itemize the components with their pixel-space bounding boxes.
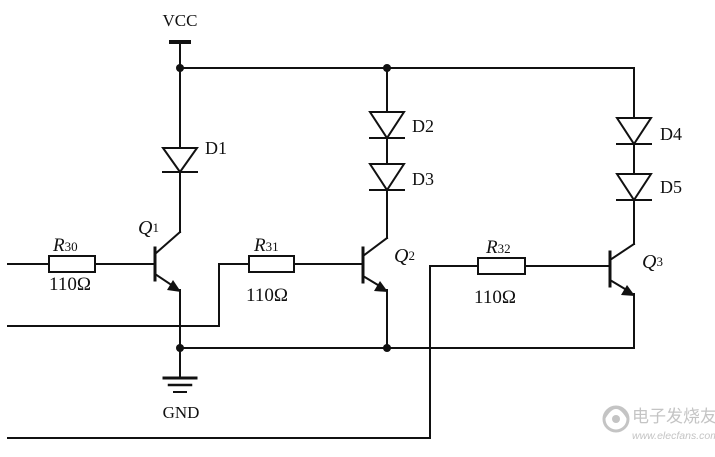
ground-rail [176,344,635,352]
diode-d3 [368,163,406,192]
d1-label: D1 [205,138,227,158]
q3-letter: Q [642,251,657,273]
resistor-r31 [248,255,295,273]
q3-label: Q3 [642,251,663,273]
q1-label: Q1 [138,217,159,239]
r30-value: 110Ω [49,274,91,295]
r32-value: 110Ω [474,287,516,308]
q2-label: Q2 [394,245,415,267]
r30-label: R30 [52,235,78,256]
vcc-label: VCC [163,11,198,30]
r32-label: R32 [485,237,511,258]
r31-subscript: 31 [266,239,279,254]
d4-label: D4 [660,124,682,144]
r30-subscript: 30 [65,239,78,254]
transistor-q1 [153,230,182,349]
d5-label: D5 [660,177,682,197]
emitter-to-r31-wire [7,263,364,327]
r31-label: R31 [253,235,279,256]
r32-subscript: 32 [498,241,511,256]
resistor-r32 [477,257,526,275]
diode-d1 [161,147,199,174]
q1-subscript: 1 [152,220,159,235]
r31-value: 110Ω [246,285,288,306]
diode-d5 [615,173,653,202]
electronics-fans-logo-icon [602,405,630,433]
watermark: 电子发烧友 www.elecfans.com [602,405,715,442]
transistor-q2 [361,236,389,349]
vcc-terminal [169,40,191,69]
r32-letter: R [485,237,498,258]
d3-label: D3 [412,169,434,189]
q3-subscript: 3 [656,254,663,269]
ground-symbol [162,347,198,393]
gnd-label: GND [163,403,200,422]
resistor-r30 [48,255,96,273]
q2-letter: Q [394,245,409,267]
diode-d4 [615,117,653,146]
watermark-text: 电子发烧友 [632,407,715,426]
vcc-rail [176,64,635,72]
q2-subscript: 2 [408,248,415,263]
diode-d2 [368,111,406,140]
q1-letter: Q [138,217,153,239]
watermark-url: www.elecfans.com [632,430,715,442]
transistor-q3 [608,242,636,349]
d2-label: D2 [412,116,434,136]
input-line-3 [7,265,611,439]
r31-letter: R [253,235,266,256]
r30-letter: R [52,235,65,256]
